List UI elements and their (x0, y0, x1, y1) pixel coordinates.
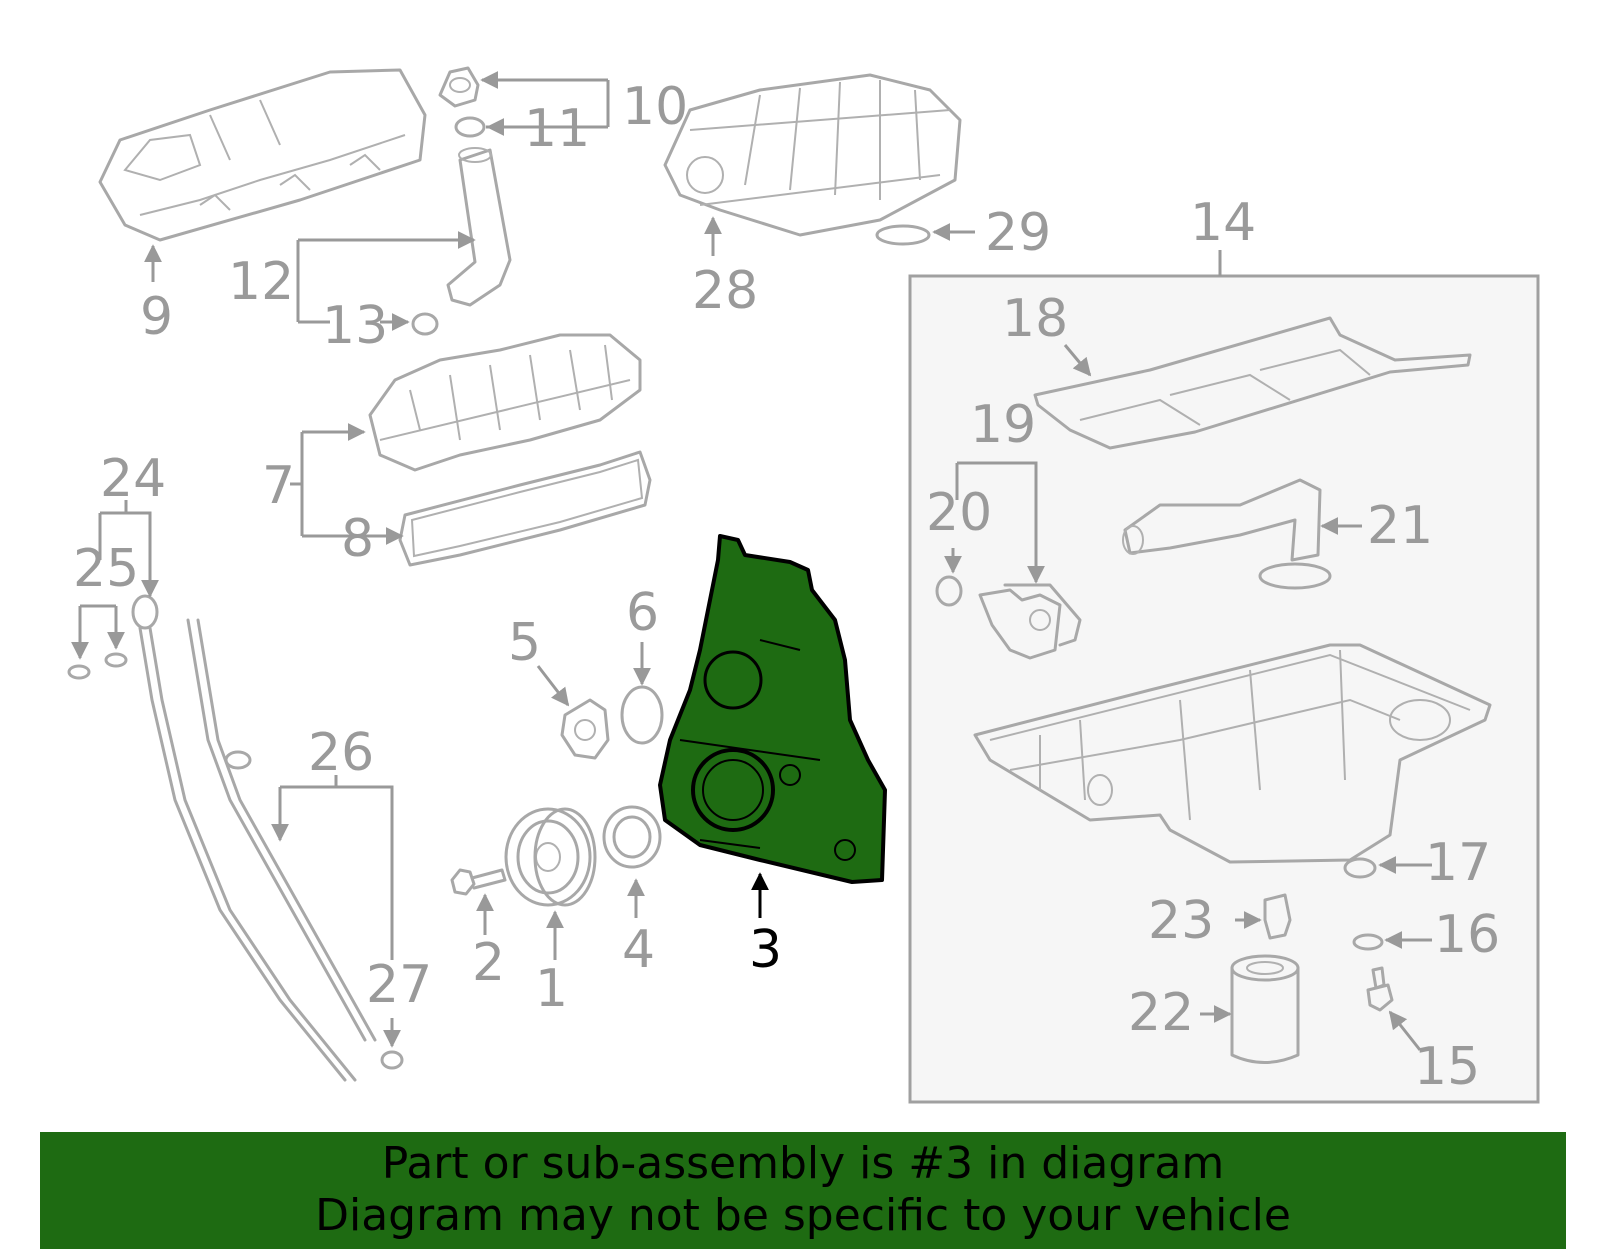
callout-1: 1 (535, 959, 568, 1019)
callout-20: 20 (926, 483, 992, 543)
front-seal-part-4 (602, 805, 662, 869)
callout-25: 25 (73, 539, 139, 599)
callout-29: 29 (985, 203, 1051, 263)
gasket-part-6 (620, 685, 664, 745)
callout-11: 11 (524, 99, 590, 159)
callout-12: 12 (228, 252, 294, 312)
callout-24: 24 (100, 449, 166, 509)
callout-16: 16 (1434, 905, 1500, 965)
drain-plug-part-15 (1366, 966, 1394, 1012)
washer-part-17 (1343, 857, 1377, 879)
oil-pressure-sensor-part-19 (978, 583, 1082, 660)
oil-pan-gasket-part-18 (1033, 316, 1472, 450)
callout-19: 19 (970, 395, 1036, 455)
seal-part-11 (454, 116, 486, 138)
callout-3: 3 (749, 920, 782, 980)
gasket-part-8 (398, 450, 652, 567)
callout-2: 2 (472, 933, 505, 993)
o-ring-part-20 (935, 575, 963, 607)
bolt-part-2 (450, 868, 507, 896)
callout-7: 7 (262, 456, 295, 516)
callout-17: 17 (1425, 833, 1491, 893)
seal-part-5 (560, 698, 610, 760)
gasket-part-29 (875, 224, 931, 246)
oil-filter-part-22 (1230, 954, 1300, 1064)
callout-18: 18 (1002, 289, 1068, 349)
intake-manifold-part-28 (663, 73, 962, 237)
callout-21: 21 (1367, 496, 1433, 556)
callout-14: 14 (1190, 193, 1256, 253)
callout-23: 23 (1148, 891, 1214, 951)
callout-5: 5 (508, 613, 541, 673)
oil-pan-assembly-box (908, 274, 1540, 1104)
banner-line-1: Part or sub-assembly is #3 in diagram (381, 1138, 1225, 1189)
callout-9: 9 (140, 287, 173, 347)
seal-part-25a (67, 664, 91, 680)
callout-27: 27 (366, 955, 432, 1015)
callout-28: 28 (692, 261, 758, 321)
valve-cover-part-7 (368, 333, 642, 472)
seal-part-25b (104, 652, 128, 668)
callout-22: 22 (1128, 983, 1194, 1043)
o-ring-part-13 (411, 312, 439, 336)
dipstick-tube-part-26 (186, 618, 377, 1042)
oil-filter-adapter-part-23 (1263, 893, 1292, 940)
balancer-pulley-part-1 (504, 807, 597, 907)
callout-6: 6 (626, 583, 659, 643)
dipstick-part-24 (131, 594, 357, 1082)
callout-15: 15 (1414, 1037, 1480, 1097)
washer-part-16 (1352, 933, 1384, 951)
oil-fill-tube-part-12 (446, 147, 512, 307)
oil-pan (973, 643, 1492, 864)
callout-13: 13 (322, 296, 388, 356)
callout-8: 8 (341, 509, 374, 569)
valve-cover-part-9 (98, 68, 427, 242)
callout-4: 4 (622, 920, 655, 980)
banner-line-2: Diagram may not be specific to your vehi… (315, 1190, 1291, 1241)
callout-10: 10 (622, 77, 688, 137)
o-ring-part-27 (380, 1050, 404, 1070)
timing-cover-part-3 (658, 534, 887, 884)
oil-fill-cap-part-10 (438, 66, 480, 108)
callout-26: 26 (308, 723, 374, 783)
info-banner: Part or sub-assembly is #3 in diagram Di… (40, 1132, 1566, 1249)
oil-pickup-tube-part-21 (1122, 478, 1332, 590)
